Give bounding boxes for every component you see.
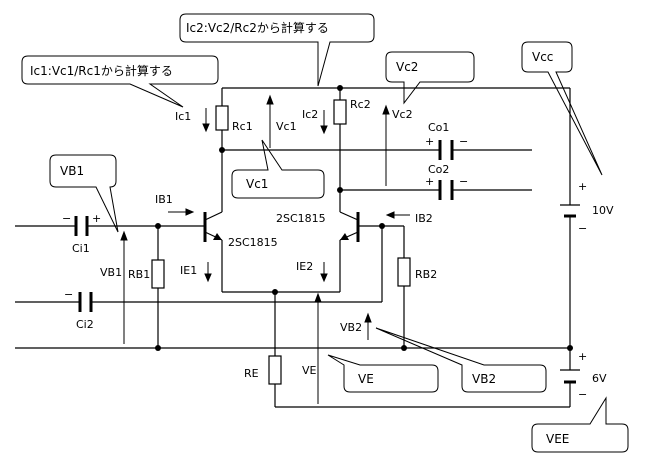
ve-callout-label: VE (358, 372, 374, 386)
vee-callout-label: VEE (546, 432, 569, 446)
arrows (120, 94, 410, 404)
resistor-rc2 (333, 99, 347, 125)
callout-vb1 (49, 154, 119, 233)
co1-label: Co1 (428, 121, 449, 134)
vc2-label: Vc2 (392, 108, 413, 121)
ci2-label: Ci2 (76, 318, 94, 331)
co2-minus: − (459, 175, 468, 188)
battery-vee (560, 369, 580, 384)
wiring (15, 87, 571, 408)
callout-ic2 (179, 13, 375, 87)
ib2-label: IB2 (415, 212, 433, 225)
resistor-rc1 (215, 105, 229, 131)
callout-vc2 (385, 51, 475, 105)
vb1-callout-label: VB1 (60, 164, 84, 178)
capacitor-ci1 (74, 216, 89, 236)
capacitor-ci2 (78, 292, 93, 312)
callout-vcc (521, 41, 603, 176)
ci1-label: Ci1 (72, 242, 90, 255)
ie2-label: IE2 (296, 260, 313, 273)
transistor-q2 (339, 211, 360, 242)
vcc-plus: + (578, 180, 587, 193)
battery-6v-label: 6V (592, 372, 607, 385)
resistor-rb2 (397, 257, 411, 287)
ib1-label: IB1 (155, 193, 173, 206)
vee-minus: − (578, 388, 587, 401)
ic1-label: Ic1 (175, 110, 191, 123)
ic2-label: Ic2 (302, 108, 318, 121)
transistor-q1 (203, 211, 223, 242)
q2-part-label: 2SC1815 (276, 212, 326, 225)
re-label: RE (244, 367, 259, 380)
rb1-label: RB1 (128, 268, 150, 281)
vc2-callout-label: Vc2 (396, 60, 418, 74)
ic1-note: Ic1:Vc1/Rc1から計算する (30, 63, 173, 78)
ie1-label: IE1 (180, 264, 197, 277)
rc2-label: Rc2 (350, 98, 371, 111)
capacitor-co2 (438, 180, 454, 200)
battery-10v-label: 10V (592, 204, 614, 217)
co2-label: Co2 (428, 163, 449, 176)
vb2-callout-label: VB2 (472, 372, 496, 386)
ci1-minus: − (62, 212, 71, 225)
vc1-callout-label: Vc1 (246, 177, 268, 191)
q1-part-label: 2SC1815 (228, 236, 278, 249)
ci2-minus: − (64, 288, 73, 301)
rb2-label: RB2 (415, 268, 437, 281)
resistor-re (268, 355, 282, 385)
ic2-note: Ic2:Vc2/Rc2から計算する (186, 20, 329, 35)
rc1-label: Rc1 (232, 120, 253, 133)
co1-plus: + (425, 135, 434, 148)
ci1-plus: + (92, 212, 101, 225)
co2-plus: + (425, 175, 434, 188)
callout-vc1 (231, 139, 325, 199)
co1-minus: − (459, 135, 468, 148)
vb1-label: VB1 (100, 266, 122, 279)
battery-vcc (560, 204, 580, 218)
vcc-callout-label: Vcc (532, 50, 553, 64)
resistor-rb1 (151, 259, 165, 289)
vee-plus: + (578, 350, 587, 363)
junctions (155, 85, 573, 351)
callout-vb2 (375, 327, 547, 393)
vc1-label: Vc1 (276, 120, 297, 133)
callout-ic1 (21, 55, 219, 108)
capacitor-co1 (438, 140, 454, 160)
callout-vee (531, 396, 629, 453)
vcc-minus: − (578, 222, 587, 235)
vb2-label: VB2 (340, 321, 362, 334)
ve-label: VE (302, 364, 317, 377)
callout-ve (327, 354, 439, 393)
